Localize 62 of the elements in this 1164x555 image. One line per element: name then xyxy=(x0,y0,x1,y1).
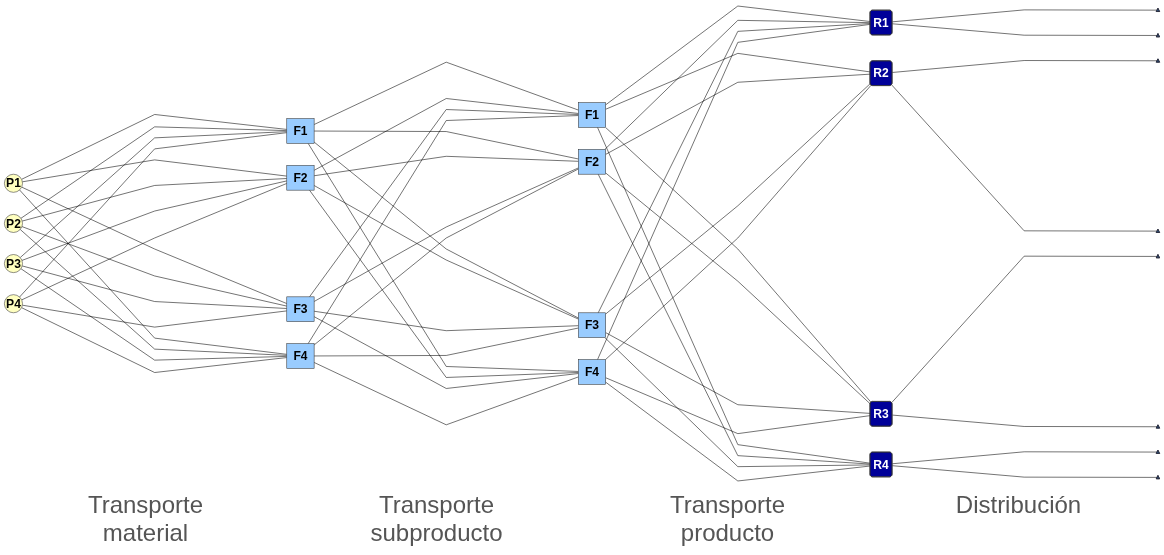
connector xyxy=(20,126,288,219)
section-caption: Transporte material xyxy=(86,491,205,547)
connector xyxy=(605,73,871,155)
connector xyxy=(891,255,1158,403)
connector xyxy=(21,180,288,261)
connector xyxy=(892,451,1158,465)
connector xyxy=(604,20,871,150)
connector xyxy=(892,465,1158,478)
connector xyxy=(19,132,288,298)
node-box: F4 xyxy=(578,359,606,385)
connector xyxy=(20,268,288,361)
node-box: F1 xyxy=(286,118,315,144)
node-box: F3 xyxy=(578,312,606,338)
section-caption: Distribución xyxy=(954,491,1083,520)
connector xyxy=(19,189,288,355)
node-circle: P3 xyxy=(4,254,23,273)
connector xyxy=(19,131,288,258)
connector xyxy=(605,84,872,360)
node-circle: P2 xyxy=(4,214,23,233)
section-caption: Transporte producto xyxy=(668,491,787,547)
connector xyxy=(605,5,871,106)
node-box: F1 xyxy=(578,102,606,128)
connector xyxy=(605,381,871,482)
connector xyxy=(309,189,579,378)
connector xyxy=(313,141,579,319)
connector xyxy=(605,53,871,110)
connector xyxy=(307,143,579,372)
node-circle: P1 xyxy=(4,173,23,193)
connector xyxy=(605,377,871,434)
connector xyxy=(313,130,579,160)
connector xyxy=(313,310,579,331)
node-box: F2 xyxy=(578,149,606,175)
connector xyxy=(22,159,288,183)
connector xyxy=(21,226,288,307)
connector xyxy=(892,60,1158,73)
connector xyxy=(313,168,579,346)
connector xyxy=(313,167,579,302)
connector xyxy=(313,185,579,320)
node-box: F2 xyxy=(286,165,315,191)
section-caption: Transporte subproducto xyxy=(369,491,504,547)
node-circle: P4 xyxy=(4,294,23,314)
connector xyxy=(605,83,871,315)
connector xyxy=(22,304,288,328)
connector xyxy=(891,84,1158,232)
connector xyxy=(313,156,579,177)
connector xyxy=(605,332,871,414)
node-box: F3 xyxy=(286,296,315,322)
connector xyxy=(309,109,579,298)
connector xyxy=(604,337,871,467)
connector xyxy=(313,327,579,357)
connector xyxy=(605,172,871,405)
connector xyxy=(892,414,1158,428)
connector xyxy=(19,229,288,356)
node-box: F4 xyxy=(286,343,315,369)
connector xyxy=(307,115,579,344)
connector xyxy=(892,23,1158,36)
connector xyxy=(892,9,1158,23)
connector xyxy=(605,127,872,403)
connector xyxy=(21,265,288,309)
connector xyxy=(313,98,579,171)
connector xyxy=(21,178,288,222)
connector xyxy=(313,316,579,389)
